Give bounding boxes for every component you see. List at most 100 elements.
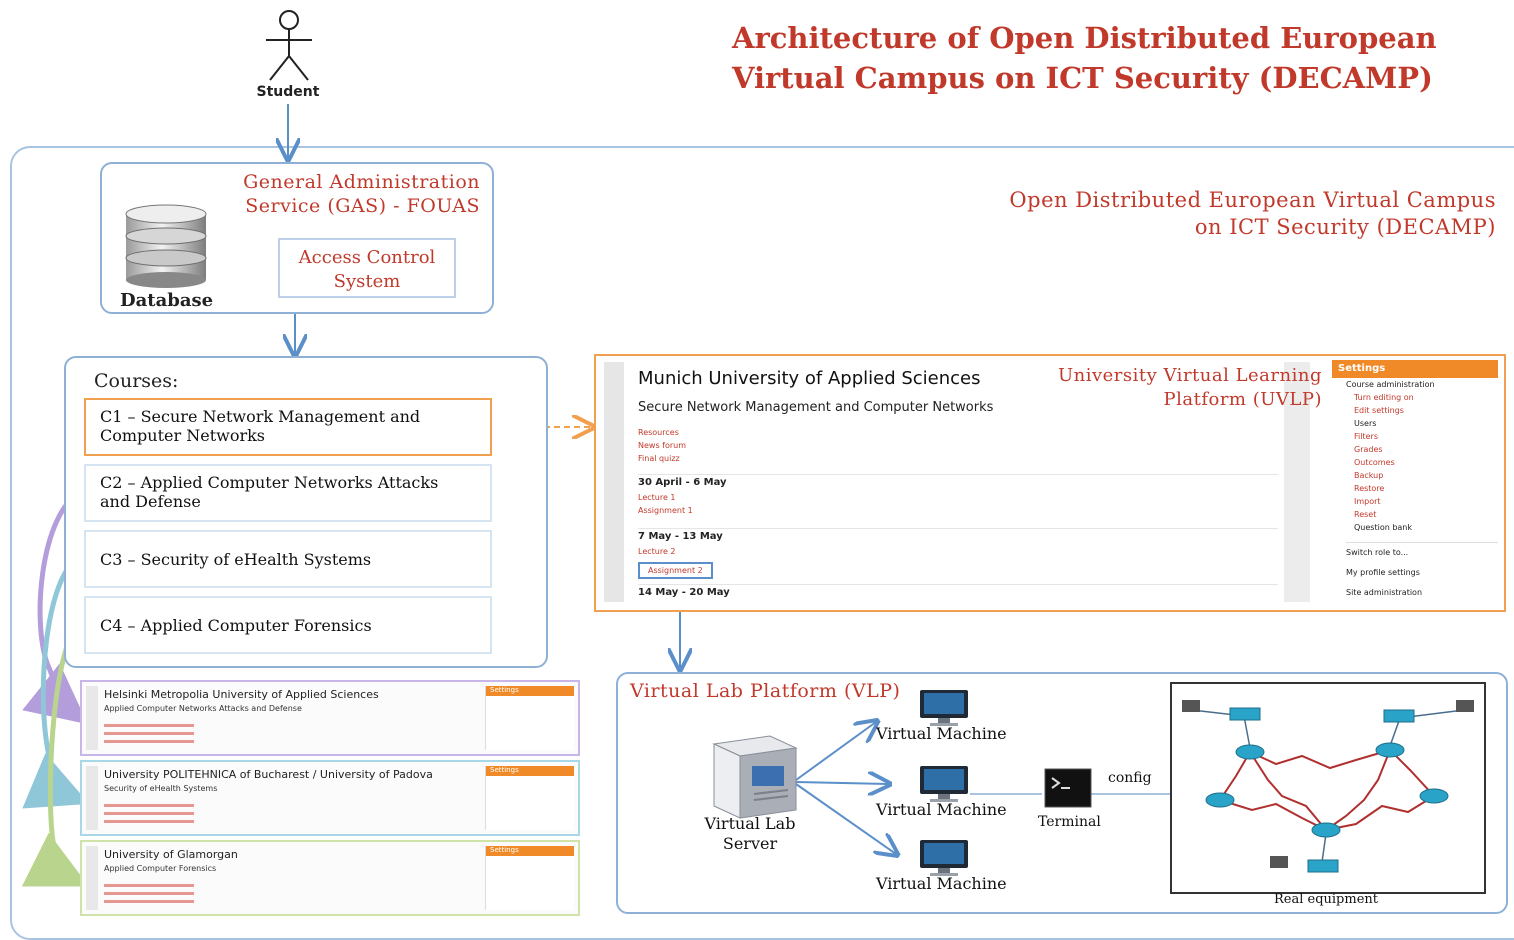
uvlp-label-line-1: University Virtual Learning (1057, 365, 1322, 386)
uvlp-screenshot: Munich University of Applied Sciences Se… (594, 354, 1506, 612)
settings-item-5[interactable]: Grades (1354, 445, 1383, 454)
uvlp-link-resources[interactable]: Resources (638, 428, 679, 437)
vm1-monitor-icon (920, 690, 968, 726)
uvlp-gutter-left (604, 362, 624, 602)
topology-link-1 (1249, 749, 1391, 770)
router-icon-3 (1205, 792, 1235, 808)
course-c4[interactable]: C4 – Applied Computer Forensics (84, 596, 492, 654)
settings-footer-3[interactable]: Site administration (1346, 588, 1423, 597)
mini-shot-1: Helsinki Metropolia University of Applie… (80, 680, 580, 756)
access-control-line-1: Access Control (298, 247, 436, 268)
mini-shot-2-course: Security of eHealth Systems (104, 784, 218, 793)
course-c1[interactable]: C1 – Secure Network Management and Compu… (84, 398, 492, 456)
mini-shot-3: University of Glamorgan Applied Computer… (80, 840, 580, 916)
mini-shot-2-line-2 (104, 812, 194, 815)
topology-link-3 (1389, 749, 1435, 797)
settings-item-1[interactable]: Turn editing on (1354, 393, 1414, 402)
real-equipment-label: Real equipment (1273, 892, 1378, 907)
router-icon-5 (1311, 822, 1341, 838)
settings-item-9[interactable]: Import (1354, 497, 1381, 506)
mini-shot-3-settings-header: Settings (486, 846, 574, 856)
settings-item-6[interactable]: Outcomes (1354, 458, 1395, 467)
router-icon-1 (1235, 744, 1265, 760)
course-c2-line-2: and Defense (100, 492, 201, 511)
course-c1-line-1: C1 – Secure Network Management and (100, 407, 421, 426)
mini-shot-2: University POLITEHNICA of Bucharest / Un… (80, 760, 580, 836)
mini-shot-2-line-1 (104, 804, 194, 807)
vm1-label: Virtual Machine (876, 724, 1007, 743)
topology-link-7 (1325, 749, 1391, 831)
uvlp-link-news[interactable]: News forum (638, 441, 687, 450)
course-c3[interactable]: C3 – Security of eHealth Systems (84, 530, 492, 588)
mini-shot-3-course: Applied Computer Forensics (104, 864, 217, 873)
uvlp-week-2-item-2[interactable]: Assignment 2 (638, 562, 713, 579)
gas-label: General Administration Service (GAS) - F… (243, 170, 480, 218)
real-equipment-box (1170, 682, 1486, 894)
mini-shot-1-settings-header: Settings (486, 686, 574, 696)
mini-shot-1-line-1 (104, 724, 194, 727)
mini-shot-1-university: Helsinki Metropolia University of Applie… (104, 688, 379, 701)
courses-heading: Courses: (94, 370, 179, 392)
settings-item-8[interactable]: Restore (1354, 484, 1385, 493)
mini-shot-3-gutter (86, 846, 98, 910)
settings-item-2[interactable]: Edit settings (1354, 406, 1404, 415)
gas-label-line-1: General Administration (243, 171, 480, 193)
pc-icon-2 (1456, 700, 1474, 712)
mini-shot-1-line-2 (104, 732, 194, 735)
database-label: Database (120, 290, 214, 311)
mini-shot-3-line-1 (104, 884, 194, 887)
topology-uplink-2 (1243, 715, 1251, 749)
course-c1-line-2: Computer Networks (100, 426, 266, 445)
mini-shot-1-settings: Settings (485, 686, 574, 750)
mini-shot-3-university: University of Glamorgan (104, 848, 238, 861)
uvlp-week-1-item-1[interactable]: Lecture 1 (638, 493, 676, 502)
mini-shot-2-settings: Settings (485, 766, 574, 830)
pc-icon-3 (1270, 856, 1288, 868)
server-icon (712, 735, 798, 819)
gas-box: General Administration Service (GAS) - F… (100, 162, 494, 314)
server-to-vm3-arrow (795, 783, 896, 854)
course-c2[interactable]: C2 – Applied Computer Networks Attacks a… (84, 464, 492, 522)
settings-item-7[interactable]: Backup (1354, 471, 1384, 480)
vlp-label: Virtual Lab Platform (VLP) (630, 680, 901, 702)
uvlp-week-2-item-1[interactable]: Lecture 2 (638, 547, 676, 556)
vm2-monitor-icon (920, 766, 968, 802)
mini-shot-2-university: University POLITEHNICA of Bucharest / Un… (104, 768, 433, 781)
uvlp-label: University Virtual Learning Platform (UV… (1036, 364, 1322, 412)
settings-item-11[interactable]: Question bank (1354, 523, 1413, 532)
network-topology (1182, 700, 1474, 873)
access-control-box: Access Control System (278, 238, 456, 298)
topology-link-6 (1249, 751, 1327, 831)
uvlp-week-1-date: 30 April - 6 May (638, 477, 727, 488)
gas-label-line-2: Service (GAS) - FOUAS (245, 195, 480, 217)
uvlp-settings-footer: Switch role to... My profile settings Si… (1332, 542, 1498, 603)
vlp-connectors (795, 674, 1170, 912)
switch-icon-1 (1229, 707, 1261, 721)
settings-item-3[interactable]: Users (1354, 419, 1377, 428)
pc-icon-1 (1182, 700, 1200, 712)
server-label-line-1: Virtual Lab (704, 814, 796, 833)
uvlp-week-2-date: 7 May - 13 May (638, 531, 723, 542)
uvlp-week-3: 14 May - 20 May (638, 584, 1278, 598)
server-to-vm2-arrow (795, 782, 888, 784)
settings-footer-2[interactable]: My profile settings (1346, 568, 1420, 577)
mini-shot-1-course: Applied Computer Networks Attacks and De… (104, 704, 302, 713)
uvlp-week-1-item-2[interactable]: Assignment 1 (638, 506, 693, 515)
config-label: config (1108, 770, 1152, 786)
student-label: Student (256, 84, 320, 100)
mini-shot-1-gutter (86, 686, 98, 750)
topology-link-4 (1219, 799, 1327, 831)
uvlp-settings-items: Turn editing on Edit settings Users Filt… (1332, 391, 1498, 534)
topology-link-5 (1325, 795, 1435, 831)
settings-item-4[interactable]: Filters (1354, 432, 1378, 441)
uvlp-course: Secure Network Management and Computer N… (638, 400, 994, 415)
mini-shot-3-settings: Settings (485, 846, 574, 910)
courses-box: Courses: C1 – Secure Network Management … (64, 356, 548, 668)
campus-label: Open Distributed European Virtual Campus… (900, 187, 1496, 241)
settings-item-10[interactable]: Reset (1354, 510, 1377, 519)
uvlp-university: Munich University of Applied Sciences (638, 368, 981, 389)
uvlp-link-quizz[interactable]: Final quizz (638, 454, 680, 463)
course-c4-line-1: C4 – Applied Computer Forensics (100, 616, 372, 635)
c2-curve-arrow (22, 489, 88, 725)
settings-footer-1[interactable]: Switch role to... (1346, 542, 1498, 563)
